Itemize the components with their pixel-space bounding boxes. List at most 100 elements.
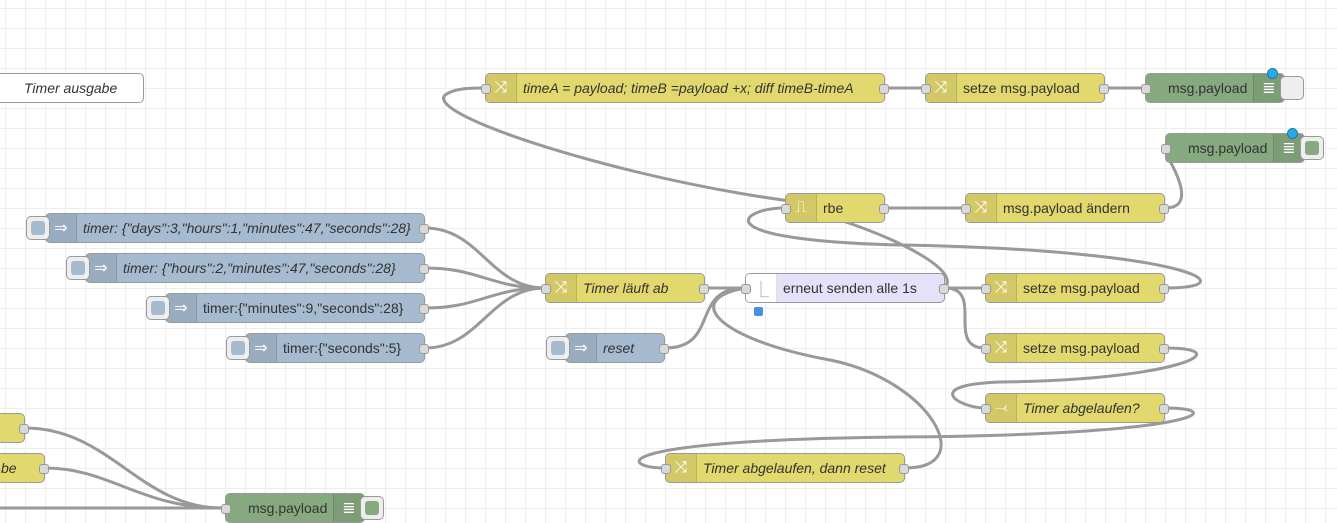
output-port[interactable] xyxy=(1099,84,1109,94)
status-indicator xyxy=(754,307,763,316)
node-label: timeA = payload; timeB =payload +x; diff… xyxy=(523,80,854,96)
wire xyxy=(663,286,747,350)
change-node-partial-1[interactable] xyxy=(0,413,29,443)
wire xyxy=(712,286,943,470)
output-port[interactable] xyxy=(699,284,709,294)
input-port[interactable] xyxy=(981,404,991,414)
input-port[interactable] xyxy=(981,344,991,354)
inject-trigger-button[interactable] xyxy=(66,256,90,280)
change-node-setze-2[interactable]: ⤨ setze msg.payload xyxy=(981,273,1169,303)
inject-node-reset[interactable]: ⇒ reset xyxy=(546,333,669,363)
change-node-reset[interactable]: ⤨ Timer abgelaufen, dann reset xyxy=(661,453,909,483)
output-port[interactable] xyxy=(659,344,669,354)
node-label: msg.payload ändern xyxy=(1003,200,1130,216)
debug-node-bottom[interactable]: msg.payload ≣ xyxy=(221,493,384,523)
delay-node[interactable]: ⎿ erneut senden alle 1s xyxy=(741,273,949,316)
node-label: Timer abgelaufen, dann reset xyxy=(703,460,886,476)
shuffle-icon: ⤨ xyxy=(926,74,957,102)
change-node-timeA[interactable]: ⤨ timeA = payload; timeB =payload +x; di… xyxy=(481,73,889,103)
node-label: be xyxy=(1,460,17,476)
wire xyxy=(442,86,887,210)
output-port[interactable] xyxy=(1159,344,1169,354)
shuffle-icon: ⤨ xyxy=(986,334,1017,362)
input-port[interactable] xyxy=(1161,144,1171,154)
inject-node-2[interactable]: ⇒ timer: {"hours":2,"minutes":47,"second… xyxy=(66,253,429,283)
inject-node-4[interactable]: ⇒ timer:{"seconds":5} xyxy=(226,333,429,363)
inject-trigger-button[interactable] xyxy=(146,296,170,320)
input-port[interactable] xyxy=(741,284,751,294)
switch-node-abgelaufen[interactable]: ⤙ Timer abgelaufen? xyxy=(981,393,1169,423)
node-label: rbe xyxy=(823,200,844,216)
inject-trigger-button[interactable] xyxy=(546,336,570,360)
input-port[interactable] xyxy=(661,464,671,474)
input-port[interactable] xyxy=(221,504,231,514)
wire xyxy=(637,406,1195,470)
output-port[interactable] xyxy=(419,224,429,234)
shuffle-icon: ⤨ xyxy=(666,454,697,482)
shuffle-icon: ⤨ xyxy=(546,274,577,302)
output-port[interactable] xyxy=(419,304,429,314)
arrow-right-icon: ⇒ xyxy=(566,334,597,362)
shuffle-icon: ⤨ xyxy=(486,74,517,102)
inject-node-3[interactable]: ⇒ timer:{"minutes":9,"seconds":28} xyxy=(146,293,429,323)
output-port[interactable] xyxy=(1159,404,1169,414)
shuffle-icon: ⤨ xyxy=(966,194,997,222)
changed-indicator xyxy=(1267,68,1278,79)
output-port[interactable] xyxy=(879,204,889,214)
wire xyxy=(423,286,547,350)
debug-toggle-button[interactable] xyxy=(360,496,384,520)
node-label: msg.payload xyxy=(1168,80,1248,96)
arrow-right-icon: ⇒ xyxy=(166,294,197,322)
output-port[interactable] xyxy=(1159,284,1169,294)
input-port[interactable] xyxy=(921,84,931,94)
change-node-aendern[interactable]: ⤨ msg.payload ändern xyxy=(961,193,1169,223)
wire xyxy=(747,206,1202,290)
node-label: setze msg.payload xyxy=(1023,280,1140,296)
input-port[interactable] xyxy=(541,284,551,294)
switch-icon: ⤙ xyxy=(986,394,1017,422)
input-port[interactable] xyxy=(961,204,971,214)
debug-toggle-button[interactable] xyxy=(1300,136,1324,160)
output-port[interactable] xyxy=(879,84,889,94)
output-port[interactable] xyxy=(419,344,429,354)
output-port[interactable] xyxy=(19,424,29,434)
list-icon: ≣ xyxy=(1253,74,1284,102)
output-port[interactable] xyxy=(899,464,909,474)
change-node-timer-laeuft[interactable]: ⤨ Timer läuft ab xyxy=(541,273,709,303)
rbe-node[interactable]: ⎍ rbe xyxy=(781,193,889,223)
inject-trigger-button[interactable] xyxy=(226,336,250,360)
input-port[interactable] xyxy=(1141,84,1151,94)
node-label: erneut senden alle 1s xyxy=(783,280,917,296)
change-node-setze-top[interactable]: ⤨ setze msg.payload xyxy=(921,73,1109,103)
input-port[interactable] xyxy=(981,284,991,294)
arrow-right-icon: ⇒ xyxy=(86,254,117,282)
debug-node-top2[interactable]: msg.payload ≣ xyxy=(1161,128,1324,163)
timer-icon: ⎿ xyxy=(746,274,777,302)
rbe-icon: ⎍ xyxy=(786,194,817,222)
debug-node-top1[interactable]: msg.payload ≣ xyxy=(1141,68,1304,103)
node-label: msg.payload xyxy=(1188,140,1268,156)
node-label: setze msg.payload xyxy=(963,80,1080,96)
wire xyxy=(23,426,224,510)
wire xyxy=(838,218,949,290)
shuffle-icon: ⤨ xyxy=(986,274,1017,302)
inject-node-1[interactable]: ⇒ timer: {"days":3,"hours":1,"minutes":4… xyxy=(26,213,429,243)
output-port[interactable] xyxy=(1159,204,1169,214)
inject-trigger-button[interactable] xyxy=(26,216,50,240)
output-port[interactable] xyxy=(39,464,49,474)
change-node-partial-2[interactable]: be xyxy=(0,453,49,483)
input-port[interactable] xyxy=(781,204,791,214)
comment-node[interactable]: Timer ausgabe xyxy=(0,73,144,103)
change-node-setze-3[interactable]: ⤨ setze msg.payload xyxy=(981,333,1169,363)
input-port[interactable] xyxy=(481,84,491,94)
arrow-right-icon: ⇒ xyxy=(46,214,77,242)
output-port[interactable] xyxy=(939,284,949,294)
wire xyxy=(951,346,1199,410)
wire xyxy=(943,286,987,350)
comment-label: Timer ausgabe xyxy=(24,80,118,96)
debug-toggle-button[interactable] xyxy=(1280,76,1304,100)
output-port[interactable] xyxy=(419,264,429,274)
node-label: setze msg.payload xyxy=(1023,340,1140,356)
node-label: timer:{"seconds":5} xyxy=(283,340,402,356)
